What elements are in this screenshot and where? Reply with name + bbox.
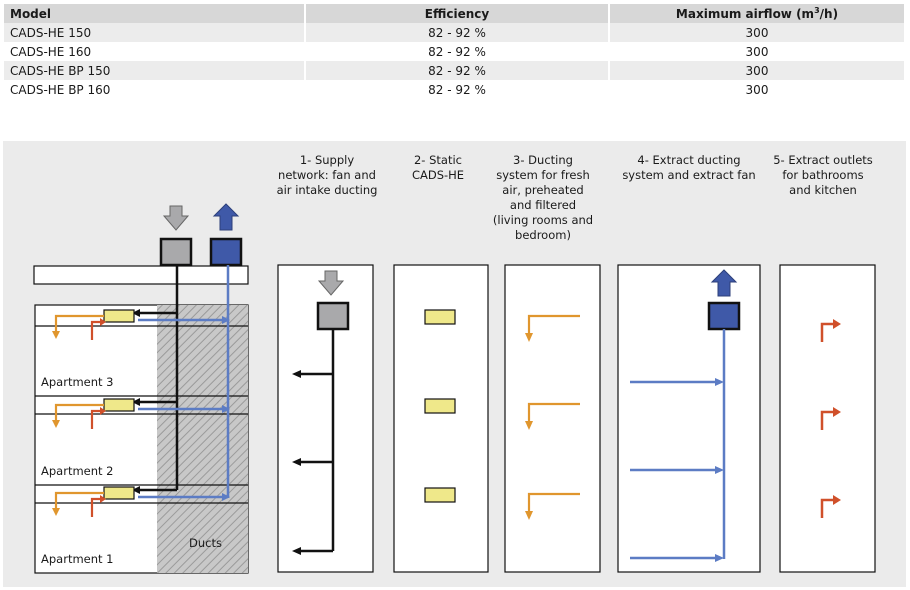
column-title-line: and filtered [509, 198, 577, 212]
cads-unit-icon [424, 487, 456, 503]
column-title-line: 4- Extract ducting [637, 153, 741, 167]
extract-exhaust-arrow-icon [212, 203, 240, 231]
column-title-line: air, preheated [502, 183, 584, 197]
apartment-2-label: Apartment 2 [41, 464, 114, 478]
supply-intake-arrow-icon [317, 270, 345, 296]
floor-slabs [35, 325, 248, 504]
table-row: CADS-HE 150 82 - 92 % 300 [4, 23, 906, 42]
column-title-outlets: 5- Extract outlets for bathrooms and kit… [768, 153, 878, 198]
supply-intake-arrow-icon [162, 205, 190, 231]
header-airflow-suffix: /h) [819, 7, 839, 21]
cell-efficiency: 82 - 92 % [305, 23, 610, 42]
table-row: CADS-HE BP 160 82 - 92 % 300 [4, 80, 906, 99]
column-title-line: 3- Ducting [513, 153, 573, 167]
header-model: Model [4, 4, 306, 23]
cads-unit-icon [103, 398, 135, 412]
table-header-row: Model Efficiency Maximum airflow (m3/h) [4, 4, 906, 23]
cads-unit-icon [424, 309, 456, 325]
extract-outlets-diagram [820, 319, 841, 518]
cell-airflow: 300 [609, 23, 906, 42]
cell-efficiency: 82 - 92 % [305, 80, 610, 99]
column-title-line: and kitchen [789, 183, 857, 197]
box-outlets [779, 264, 876, 573]
cads-unit-icon [103, 486, 135, 500]
cell-efficiency: 82 - 92 % [305, 42, 610, 61]
column-title-line: bedroom) [515, 228, 571, 242]
supply-network-diagram [292, 270, 350, 555]
cell-model: CADS-HE 160 [4, 42, 306, 61]
column-boxes [277, 264, 876, 573]
ducts-shaft [157, 305, 248, 573]
building-section: Apartment 3 Apartment 2 Apartment 1 Duct… [33, 203, 249, 574]
header-efficiency: Efficiency [305, 4, 610, 23]
column-title-fresh-air: 3- Ducting system for fresh air, preheat… [488, 153, 598, 243]
extract-fan-icon [707, 301, 741, 331]
supply-fan-icon [159, 237, 193, 267]
cell-model: CADS-HE BP 150 [4, 61, 306, 80]
ducts-label: Ducts [189, 536, 222, 550]
header-airflow-sup: 3 [814, 6, 820, 15]
column-title-line: 1- Supply [299, 153, 355, 167]
static-unit-diagram [424, 309, 456, 503]
floor-apartment-3 [52, 309, 230, 340]
cads-unit-icon [424, 398, 456, 414]
extract-ducting-diagram [630, 269, 741, 562]
extract-exhaust-arrow-icon [710, 269, 738, 297]
cell-model: CADS-HE BP 160 [4, 80, 306, 99]
column-title-extract: 4- Extract ducting system and extract fa… [619, 153, 759, 183]
floor-apartment-1 [52, 486, 230, 517]
column-title-line: air intake ducting [276, 183, 378, 197]
roof-slab [33, 265, 249, 285]
table-row: CADS-HE BP 150 82 - 92 % 300 [4, 61, 906, 80]
supply-fan-icon [316, 301, 350, 331]
column-title-supply: 1- Supply network: fan and air intake du… [272, 153, 382, 198]
column-title-line: 5- Extract outlets [773, 153, 873, 167]
header-airflow: Maximum airflow (m3/h) [609, 4, 906, 23]
cell-airflow: 300 [609, 61, 906, 80]
column-title-line: network: fan and [278, 168, 376, 182]
column-title-line: system and extract fan [622, 168, 756, 182]
cell-airflow: 300 [609, 42, 906, 61]
apartment-3-label: Apartment 3 [41, 375, 114, 389]
apartment-1-label: Apartment 1 [41, 552, 114, 566]
fresh-air-diagram [525, 314, 580, 520]
box-fresh-air [504, 264, 601, 573]
column-title-line: (living rooms and [492, 213, 594, 227]
extract-fan-icon [209, 237, 243, 267]
cell-efficiency: 82 - 92 % [305, 61, 610, 80]
column-title-static-unit: 2- Static CADS-HE [383, 153, 493, 183]
header-airflow-prefix: Maximum airflow (m [675, 7, 815, 21]
cads-unit-icon [103, 309, 135, 323]
column-title-line: 2- Static [413, 153, 462, 167]
column-title-line: system for fresh [496, 168, 590, 182]
column-title-line: for bathrooms [782, 168, 864, 182]
cell-airflow: 300 [609, 80, 906, 99]
spec-table: Model Efficiency Maximum airflow (m3/h) … [4, 4, 906, 99]
cell-model: CADS-HE 150 [4, 23, 306, 42]
column-title-line: CADS-HE [411, 168, 465, 182]
table-row: CADS-HE 160 82 - 92 % 300 [4, 42, 906, 61]
floor-apartment-2 [52, 398, 230, 429]
